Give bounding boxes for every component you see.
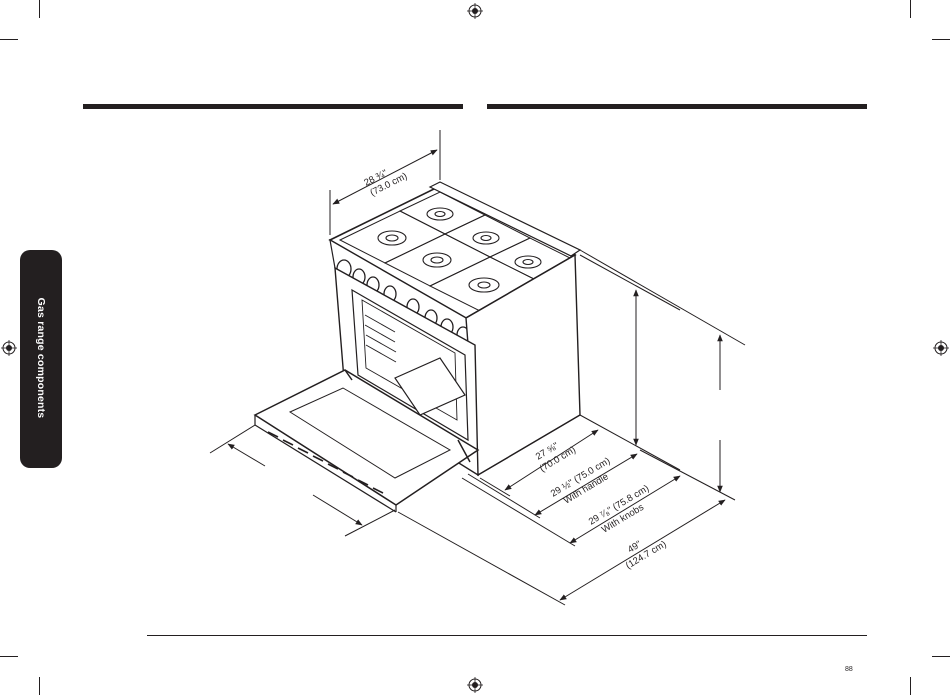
range-illustration — [255, 182, 580, 512]
footer-rule — [147, 635, 867, 636]
page-number: 88 — [845, 666, 853, 673]
